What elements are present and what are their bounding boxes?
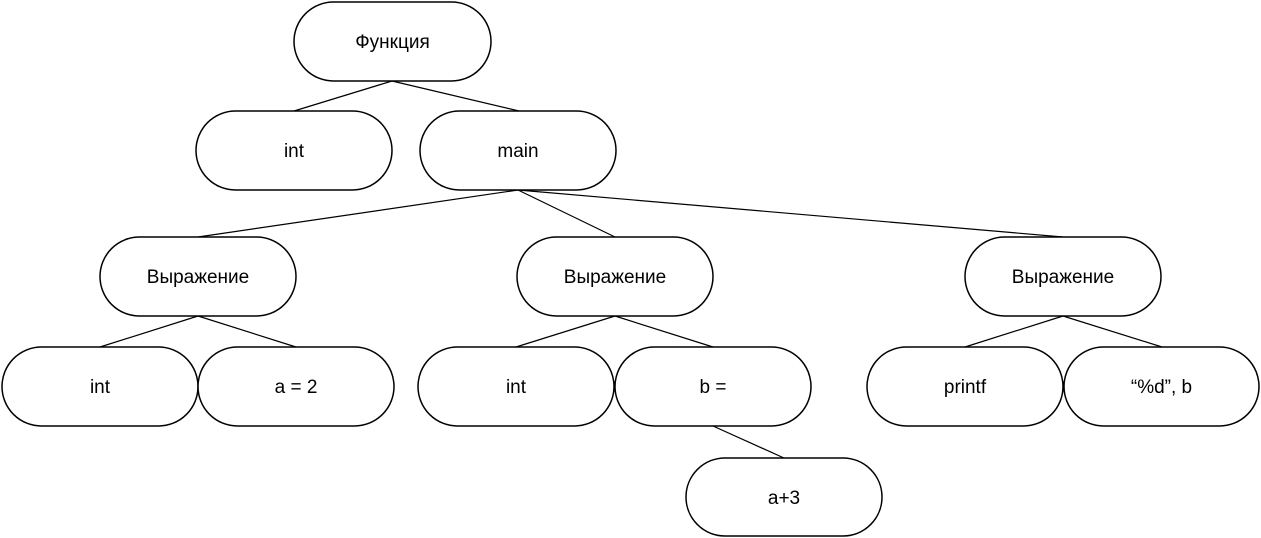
edge-main-expr-2 (517, 189, 616, 238)
node-expr2-int: int (417, 346, 615, 427)
node-expr1-assign-label: a = 2 (275, 377, 318, 398)
node-expr-3: Выражение (964, 236, 1162, 317)
edge-assign-value (712, 425, 785, 459)
node-expr2-int-shape (417, 346, 615, 427)
node-type-int-label: int (284, 141, 305, 162)
node-expr1-int-label: int (90, 377, 111, 398)
node-expr-1-label: Выражение (147, 267, 249, 288)
edge-main-expr-1 (197, 189, 519, 238)
node-root-shape (293, 1, 492, 82)
node-expr-2: Выражение (516, 236, 714, 317)
node-expr3-printf-label: printf (944, 377, 987, 398)
edge-expr-1-int (99, 315, 199, 348)
edge-expr-3-printf (964, 315, 1064, 348)
node-expr2-assign-label: b = (700, 377, 727, 398)
node-expr-1-shape (99, 236, 297, 317)
node-expr2-assign-shape (614, 346, 812, 427)
node-expr3-printf: printf (866, 346, 1064, 427)
edge-root-main (391, 80, 520, 112)
node-expr3-printf-shape (866, 346, 1064, 427)
node-expr3-args-label: “%d”, b (1131, 377, 1192, 398)
edge-expr-1-assign (197, 315, 297, 348)
node-expr3-args-shape (1063, 346, 1260, 427)
node-type-int-shape (195, 110, 393, 191)
node-expr2-value-label: a+3 (768, 488, 800, 509)
node-main-shape (419, 110, 617, 191)
node-expr2-assign: b = (614, 346, 812, 427)
tree-edges (99, 80, 1163, 459)
node-expr1-assign-shape (197, 346, 395, 427)
node-main-label: main (497, 141, 538, 162)
node-expr-1: Выражение (99, 236, 297, 317)
node-expr2-value-shape (685, 457, 883, 537)
node-type-int: int (195, 110, 393, 191)
node-expr2-value: a+3 (685, 457, 883, 537)
edge-expr-2-assign (614, 315, 714, 348)
node-expr2-int-label: int (506, 377, 527, 398)
node-expr-2-shape (516, 236, 714, 317)
node-main: main (419, 110, 617, 191)
node-expr1-assign: a = 2 (197, 346, 395, 427)
node-expr3-args: “%d”, b (1063, 346, 1260, 427)
node-expr-2-label: Выражение (564, 267, 666, 288)
edge-root-type-int (293, 80, 393, 112)
node-expr-3-shape (964, 236, 1162, 317)
node-root-label: Функция (355, 32, 430, 53)
node-root: Функция (293, 1, 492, 82)
edge-expr-2-int (515, 315, 616, 348)
node-expr1-int: int (1, 346, 199, 427)
node-expr-3-label: Выражение (1012, 267, 1114, 288)
edge-expr-3-args (1062, 315, 1163, 348)
edge-main-expr-3 (517, 189, 1064, 238)
